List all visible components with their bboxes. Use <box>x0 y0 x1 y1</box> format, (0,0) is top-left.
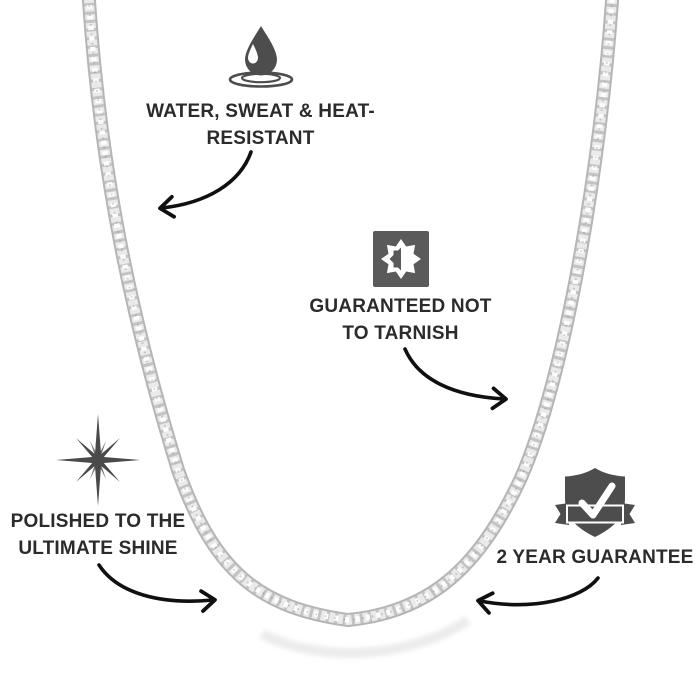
tarnish-text-line2: TO TARNISH <box>342 323 459 344</box>
water-drop-icon <box>228 26 293 88</box>
necklace-chain <box>81 0 620 628</box>
shine-sparkle-icon <box>56 414 140 506</box>
polish-arrow <box>97 563 217 613</box>
shield-check-icon <box>555 468 635 537</box>
polish-text-line2: ULTIMATE SHINE <box>18 538 178 559</box>
polish-text-line1: POLISHED TO THE <box>10 511 186 532</box>
tarnish-arrow <box>403 347 508 411</box>
tarnish-text-line1: GUARANTEED NOT <box>309 296 492 317</box>
water-arrow <box>158 150 253 219</box>
guarantee-arrow <box>476 576 600 615</box>
anti-tarnish-seal-icon <box>372 231 429 287</box>
chain-reflection <box>259 615 471 658</box>
polish-callout: POLISHED TO THE ULTIMATE SHINE <box>0 412 196 562</box>
water-callout: WATER, SWEAT & HEAT- RESISTANT <box>118 24 403 152</box>
guarantee-text-line1: 2 YEAR GUARANTEE <box>496 547 694 568</box>
water-text-line1: WATER, SWEAT & HEAT- <box>146 101 375 122</box>
water-text-line2: RESISTANT <box>206 128 315 149</box>
guarantee-callout: 2 YEAR GUARANTEE <box>496 462 694 571</box>
tarnish-callout: GUARANTEED NOT TO TARNISH <box>308 231 493 347</box>
